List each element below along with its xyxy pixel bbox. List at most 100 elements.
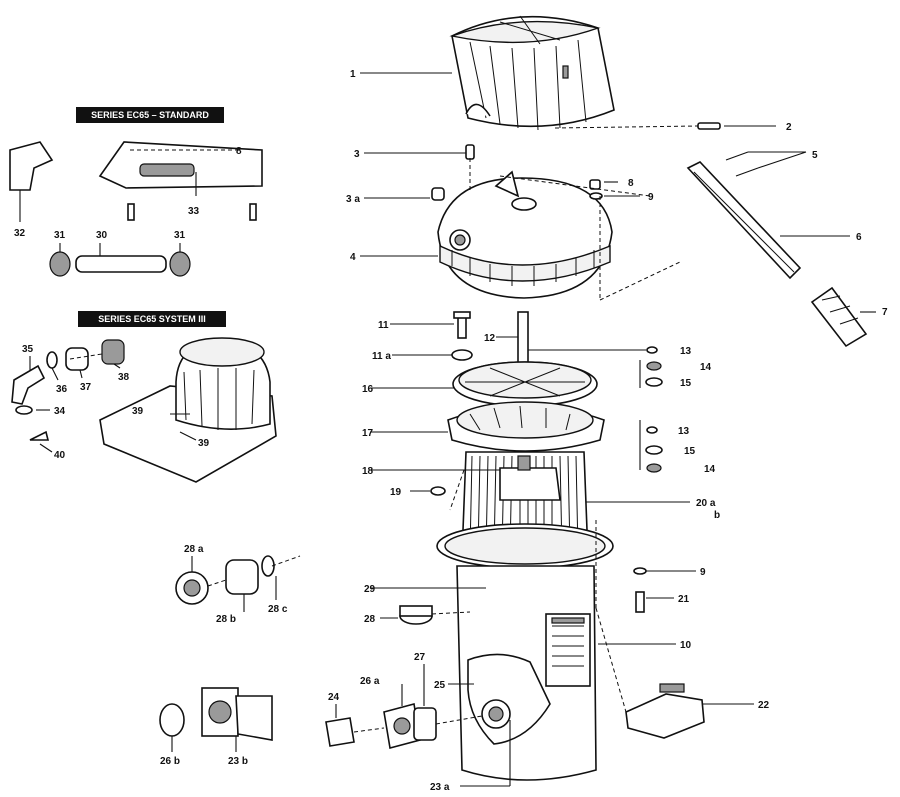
- callout-13a: 13: [680, 346, 692, 357]
- banner-system3-text: SERIES EC65 SYSTEM III: [98, 314, 206, 324]
- part-11a-washer: [451, 349, 473, 361]
- callout-33: 33: [188, 206, 200, 217]
- callout-20b: b: [714, 510, 720, 521]
- part-7-knob: [810, 286, 868, 348]
- part-27-fitting: [413, 707, 437, 741]
- part-14-nuts: [646, 361, 662, 473]
- callout-39b: 39: [198, 438, 210, 449]
- callout-18: 18: [362, 466, 374, 477]
- part-9-washer-mid: [633, 567, 647, 575]
- callout-28: 28: [364, 614, 376, 625]
- callout-31-left: 31: [54, 230, 66, 241]
- part-3a-cap: [431, 187, 445, 201]
- callout-38: 38: [118, 372, 130, 383]
- part-2-screw: [697, 122, 721, 130]
- callout-40: 40: [54, 450, 66, 461]
- callout-23a: 23 a: [430, 782, 450, 793]
- callout-15b: 15: [684, 446, 696, 457]
- callout-36: 36: [56, 384, 68, 395]
- callout-26a: 26 a: [360, 676, 380, 687]
- callout-11: 11: [378, 320, 389, 331]
- callout-32: 32: [14, 228, 26, 239]
- part-12-rod: [517, 311, 529, 367]
- part-10-tank: [436, 523, 614, 781]
- banner-standard-text: SERIES EC65 – STANDARD: [91, 110, 209, 120]
- callout-9-top: 9: [648, 192, 654, 203]
- part-30-hose: [75, 255, 167, 273]
- part-21-drain-bolt: [635, 591, 645, 613]
- part-28b-union: [225, 559, 259, 595]
- callout-9-mid: 9: [700, 567, 706, 578]
- callout-39a: 39: [132, 406, 144, 417]
- part-4-lid: [437, 170, 613, 299]
- callout-14b: 14: [704, 464, 716, 475]
- callout-26b: 26 b: [160, 756, 180, 767]
- leader-lines: [19, 72, 876, 787]
- part-6-clamp-handle: [686, 161, 802, 280]
- callout-15a: 15: [680, 378, 692, 389]
- callout-2: 2: [786, 122, 792, 133]
- part-11-bolt: [453, 311, 471, 339]
- part-8-oring: [589, 179, 601, 190]
- part-26b-oring: [159, 703, 185, 737]
- callout-13b: 13: [678, 426, 690, 437]
- part-23b-elbow: [201, 687, 273, 741]
- callout-28a: 28 a: [184, 544, 204, 555]
- callout-29: 29: [364, 584, 376, 595]
- callout-10: 10: [680, 640, 692, 651]
- callout-25: 25: [434, 680, 446, 691]
- part-33-base-plate: [98, 141, 263, 221]
- part-31-clamp-left: [49, 251, 71, 277]
- system3-base-assembly: [99, 337, 277, 483]
- callout-1: 1: [350, 69, 356, 80]
- callout-3a: 3 a: [346, 194, 360, 205]
- callout-30: 30: [96, 230, 108, 241]
- callout-35: 35: [22, 344, 34, 355]
- banner-system3: SERIES EC65 SYSTEM III: [78, 311, 226, 327]
- callout-3: 3: [354, 149, 360, 160]
- part-13-small-washers: [646, 346, 658, 434]
- part-9-washer-top: [589, 192, 603, 200]
- callout-19: 19: [390, 487, 402, 498]
- part-37-adapter: [65, 347, 89, 371]
- part-40-clip: [29, 430, 50, 441]
- part-38-union-nut: [101, 339, 125, 365]
- callout-6: 6: [856, 232, 862, 243]
- callout-11a: 11 a: [372, 351, 391, 362]
- callout-16: 16: [362, 384, 374, 395]
- callout-8-small: 8: [236, 146, 242, 157]
- part-5-pins: [725, 151, 759, 177]
- part-28c-oring: [261, 555, 275, 577]
- callout-23b: 23 b: [228, 756, 248, 767]
- callout-4: 4: [350, 252, 356, 263]
- part-24-plug: [325, 717, 355, 747]
- callout-24: 24: [328, 692, 340, 703]
- part-28a-cap: [175, 571, 209, 605]
- callout-17: 17: [362, 428, 374, 439]
- callout-5: 5: [812, 150, 818, 161]
- part-32-elbow: [9, 141, 54, 191]
- callout-21: 21: [678, 594, 690, 605]
- part-19-clip: [430, 486, 446, 496]
- part-36-oring: [46, 351, 58, 369]
- part-17-manifold-plate: [447, 401, 605, 452]
- callout-7: 7: [882, 307, 888, 318]
- callout-14a: 14: [700, 362, 712, 373]
- part-28-cap: [399, 605, 433, 625]
- callout-labels: 1 2 3 3 a 4 5 6 7 8 9 11 11 a 12 13 14 1…: [14, 69, 888, 793]
- part-34-oring: [15, 405, 33, 415]
- part-1-cover: [449, 15, 615, 131]
- callout-27: 27: [414, 652, 426, 663]
- callout-22: 22: [758, 700, 770, 711]
- part-15-flat-washers: [645, 377, 663, 455]
- part-35-elbow: [11, 364, 46, 405]
- part-22-valve: [625, 683, 705, 739]
- callout-37: 37: [80, 382, 92, 393]
- callout-34: 34: [54, 406, 66, 417]
- callout-31-right: 31: [174, 230, 186, 241]
- callout-28b: 28 b: [216, 614, 236, 625]
- part-16-manifold: [452, 361, 598, 407]
- callout-28c: 28 c: [268, 604, 288, 615]
- part-3-vent-plug: [465, 144, 475, 160]
